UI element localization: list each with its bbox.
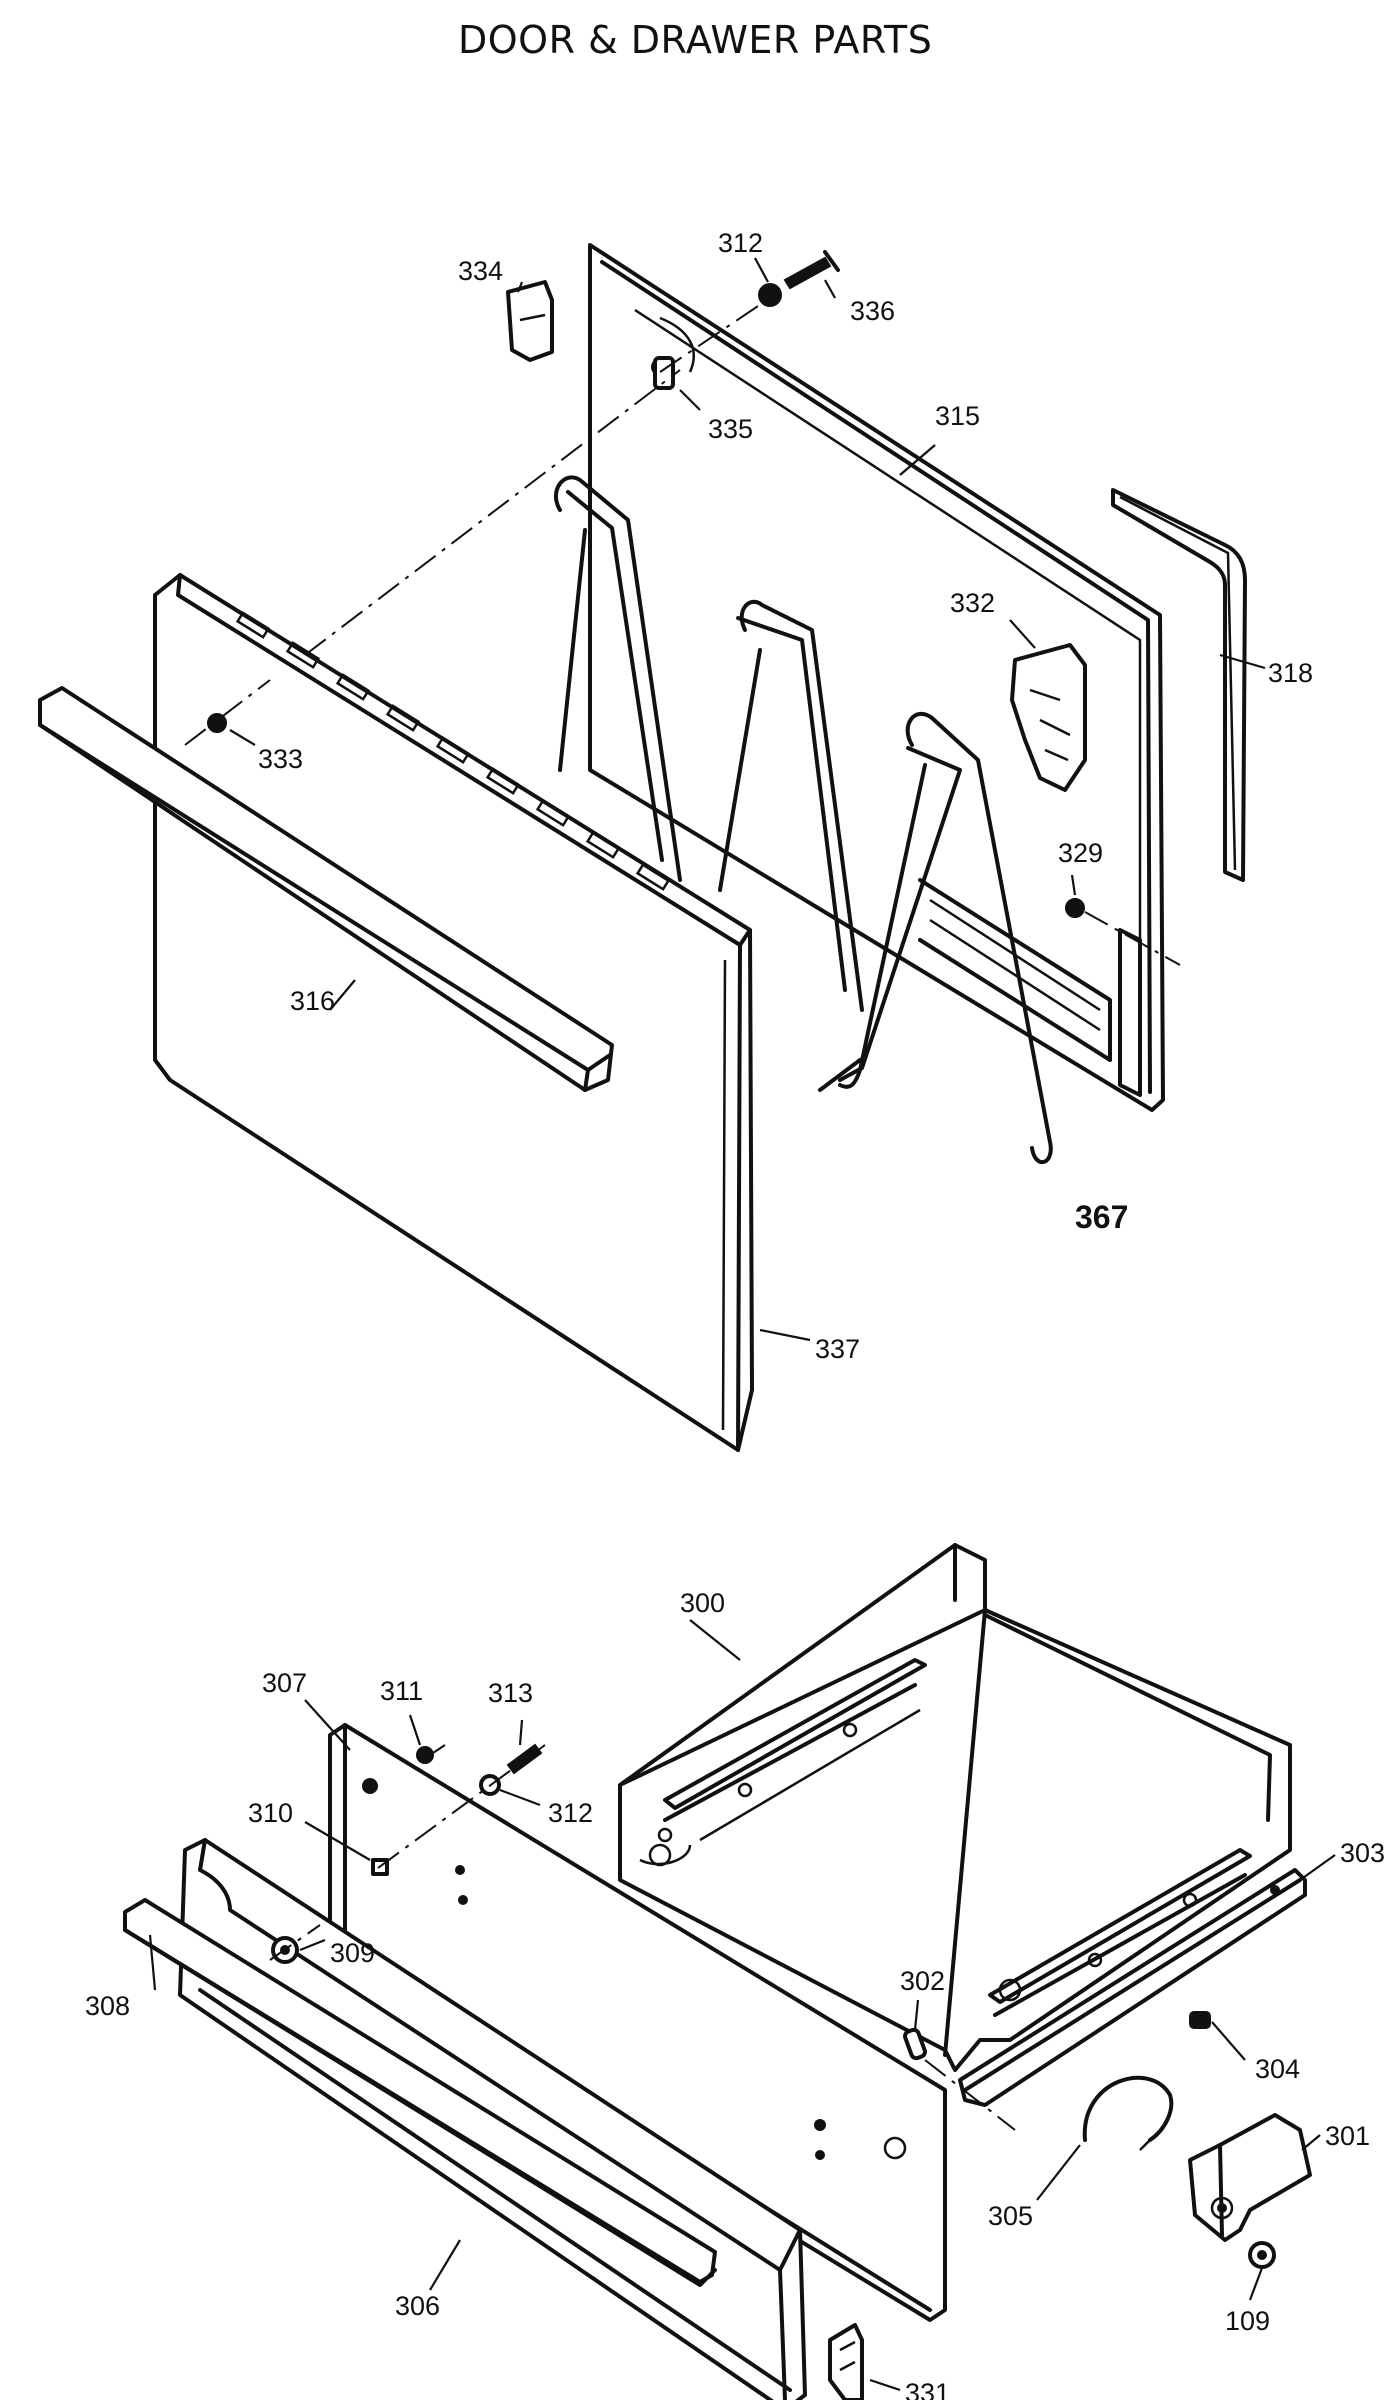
label-331: 331 xyxy=(905,2378,950,2400)
bracket-331 xyxy=(828,2323,864,2400)
bracket-301 xyxy=(1188,2113,1312,2242)
insulation-block xyxy=(1010,643,1087,792)
label-300: 300 xyxy=(680,1588,725,1618)
label-303: 303 xyxy=(1340,1838,1385,1868)
label-318: 318 xyxy=(1268,658,1313,688)
label-334: 334 xyxy=(458,256,503,286)
leader-lines xyxy=(148,257,1336,2392)
screw-329 xyxy=(1065,898,1181,966)
label-337: 337 xyxy=(815,1334,860,1364)
label-332: 332 xyxy=(950,588,995,618)
label-310: 310 xyxy=(248,1798,293,1828)
label-312: 312 xyxy=(718,228,763,258)
screw-333 xyxy=(207,713,227,733)
label-307: 307 xyxy=(262,1668,307,1698)
outer-door-panel xyxy=(153,573,754,1452)
label-333: 333 xyxy=(258,744,303,774)
drawer-handle xyxy=(123,1898,717,2287)
label-315: 315 xyxy=(935,401,980,431)
page-title-text: DOOR & DRAWER PARTS xyxy=(458,18,933,62)
drawer-rail xyxy=(958,1868,1307,2107)
door-stop-bracket xyxy=(506,280,554,362)
pin-302 xyxy=(903,2027,927,2061)
label-313: 313 xyxy=(488,1678,533,1708)
label-109: 109 xyxy=(1225,2306,1270,2336)
hinge-rods xyxy=(553,475,1053,1165)
nut-109 xyxy=(1248,2241,1276,2269)
roller-304 xyxy=(1189,2011,1211,2029)
screw-336 xyxy=(783,250,840,290)
screw-313 xyxy=(506,1743,543,1775)
washer-312 xyxy=(758,283,782,307)
part-labels: 312 336 334 335 315 318 332 333 316 329 … xyxy=(85,228,1385,2400)
label-316: 316 xyxy=(290,986,335,1016)
label-311: 311 xyxy=(380,1676,423,1706)
label-306: 306 xyxy=(395,2291,440,2321)
label-309: 309 xyxy=(330,1938,375,1968)
label-335: 335 xyxy=(708,414,753,444)
stud-335 xyxy=(653,356,675,390)
label-301: 301 xyxy=(1325,2121,1370,2151)
label-336: 336 xyxy=(850,296,895,326)
door-gasket xyxy=(1111,488,1247,882)
washer-311 xyxy=(416,1746,434,1764)
label-367: 367 xyxy=(1075,1199,1128,1235)
label-302: 302 xyxy=(900,1966,945,1996)
label-308: 308 xyxy=(85,1991,130,2021)
label-312b: 312 xyxy=(548,1798,593,1828)
label-305: 305 xyxy=(988,2201,1033,2231)
label-304: 304 xyxy=(1255,2054,1300,2084)
clip-305 xyxy=(1082,2075,1174,2151)
door-handle xyxy=(38,686,614,1092)
drawer-body xyxy=(618,1543,1292,2072)
label-329: 329 xyxy=(1058,838,1103,868)
